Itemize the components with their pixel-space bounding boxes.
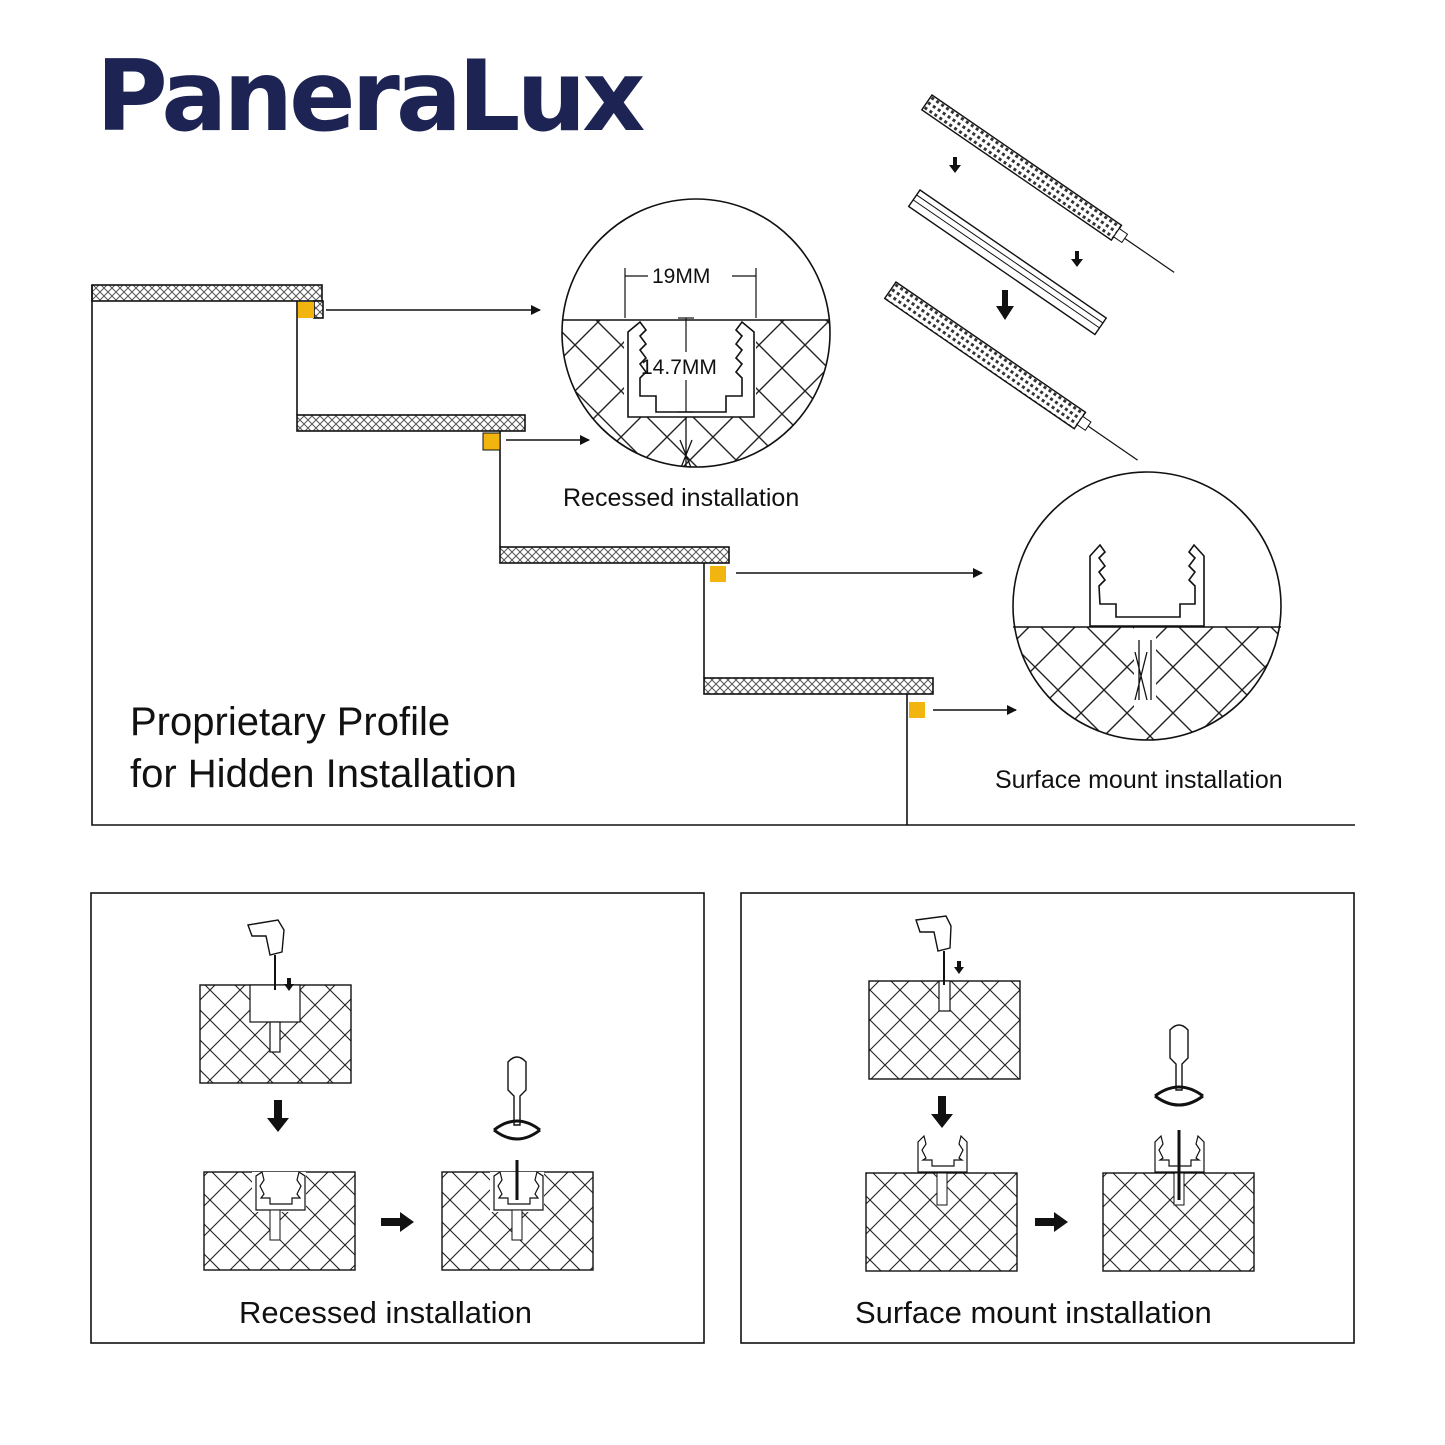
surface-detail-circle — [1012, 471, 1282, 741]
right-arrow-icon — [1035, 1212, 1068, 1232]
surface-panel-caption: Surface mount installation — [855, 1295, 1212, 1330]
drill-icon — [915, 915, 952, 952]
stair-tread-1 — [91, 284, 323, 302]
staircase-section — [91, 284, 1355, 826]
screwdriver-icon — [1169, 1024, 1189, 1091]
surface-steps-panel — [740, 892, 1355, 1344]
led-marker — [298, 302, 314, 318]
surface-step-drill — [868, 915, 1021, 1080]
brand-logo: PaneraLux — [96, 40, 645, 154]
led-strip-assembled — [883, 281, 1138, 461]
down-arrow-icon — [267, 1100, 289, 1132]
width-dimension-label: 19MM — [652, 265, 710, 288]
led-marker — [909, 702, 925, 718]
aluminum-channel — [907, 189, 1108, 336]
led-strip-top — [920, 94, 1175, 273]
recessed-step-insert — [203, 1171, 356, 1271]
drill-icon — [247, 919, 285, 956]
stair-riser-lines — [296, 301, 908, 825]
assembly-arrows — [949, 157, 1083, 320]
height-dimension-label: 14.7MM — [641, 356, 717, 379]
down-arrow-icon — [931, 1096, 953, 1128]
recessed-panel-caption: Recessed installation — [239, 1295, 532, 1330]
recessed-detail-caption: Recessed installation — [563, 484, 800, 512]
recessed-step-drill — [199, 919, 352, 1084]
right-arrow-icon — [381, 1212, 414, 1232]
headline-line-1: Proprietary Profile — [130, 700, 451, 744]
stair-tread-2 — [296, 414, 526, 432]
led-profile-assembly — [883, 94, 1175, 461]
recessed-steps-panel — [90, 892, 705, 1344]
headline-line-2: for Hidden Installation — [130, 752, 517, 796]
stair-tread-3 — [499, 546, 730, 564]
led-markers — [298, 302, 925, 718]
stair-tread-4 — [703, 677, 934, 695]
surface-detail-caption: Surface mount installation — [995, 766, 1283, 794]
surface-step-screw — [1102, 1024, 1255, 1272]
callout-arrows — [326, 305, 1017, 715]
recessed-step-screw — [441, 1056, 594, 1271]
screwdriver-icon — [507, 1056, 527, 1126]
recessed-detail-circle: 19MM 14.7MM — [561, 198, 831, 468]
led-marker — [482, 432, 501, 451]
led-marker — [710, 566, 726, 582]
surface-step-insert — [865, 1134, 1018, 1272]
